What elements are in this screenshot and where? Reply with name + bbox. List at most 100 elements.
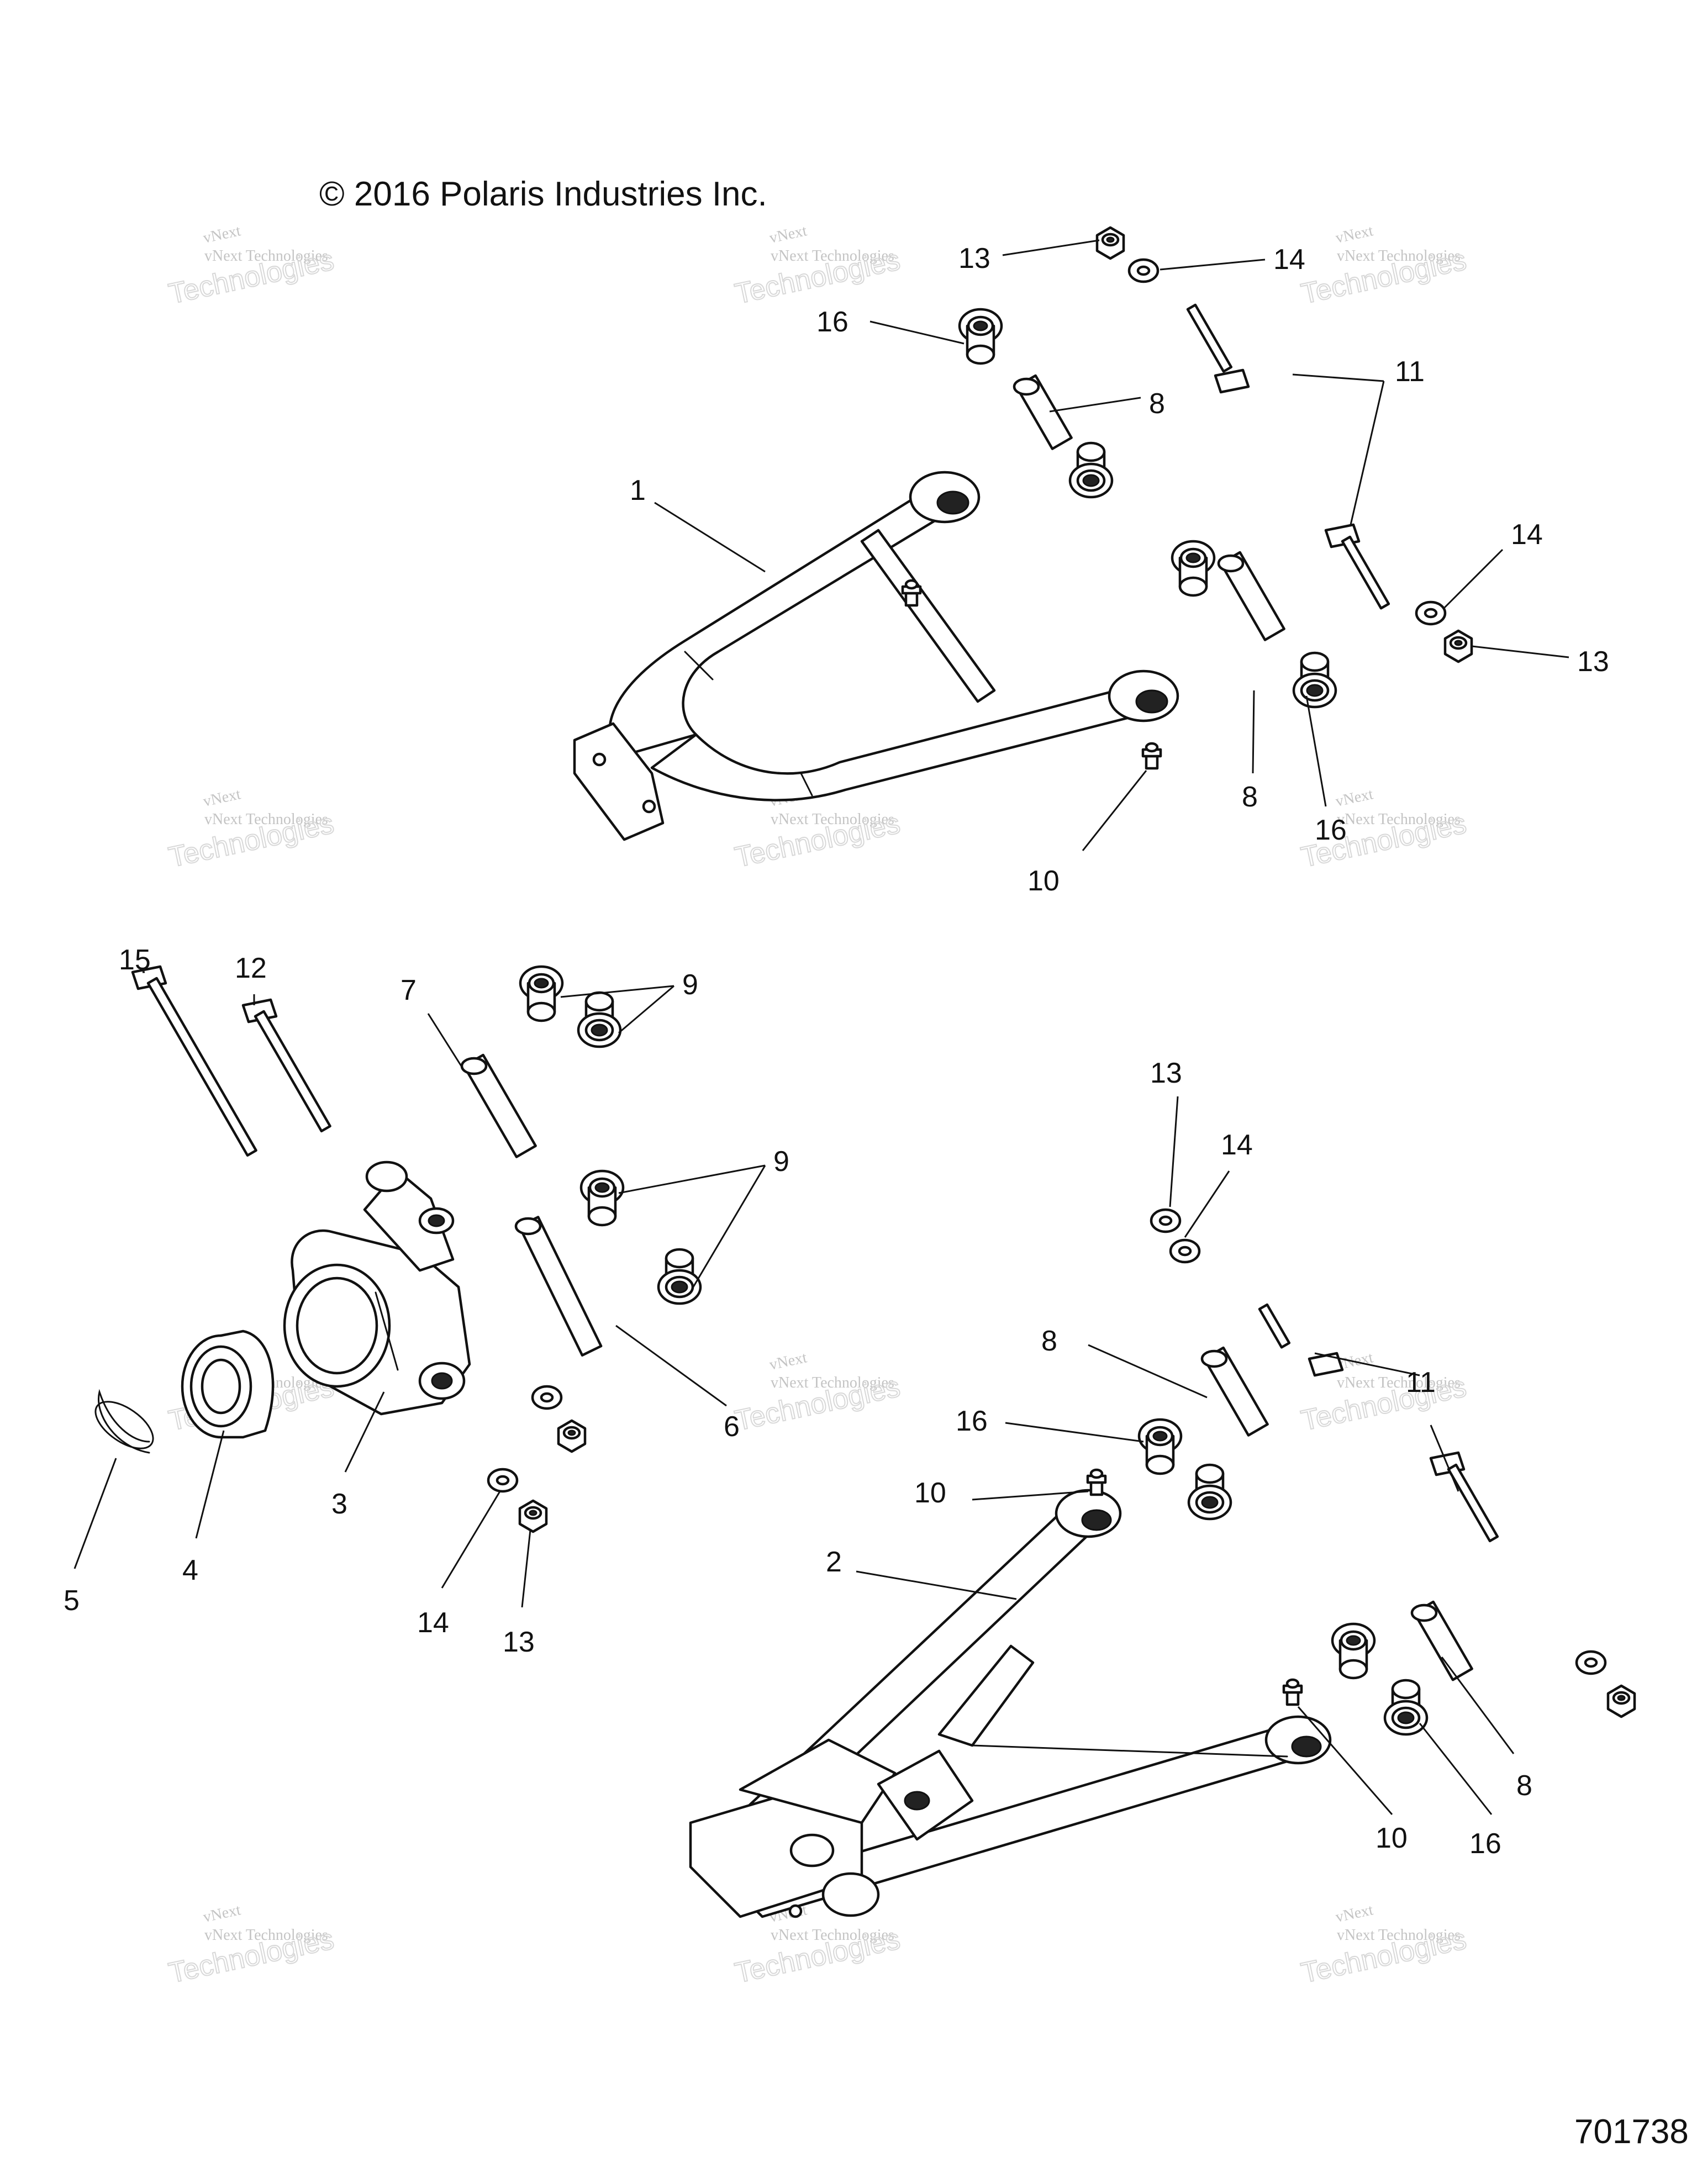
washer-part-14 [533,1386,561,1408]
leader-lines [73,239,1569,1815]
svg-text:vNext Technologies: vNext Technologies [771,1374,894,1391]
callout-label: 8 [1149,388,1165,420]
bearing-part-4 [181,1330,275,1439]
nut-part-13 [558,1421,585,1452]
callout-label: 2 [826,1546,842,1578]
svg-text:vNext: vNext [1334,785,1375,810]
watermark: vNext vNext Technologies Technologies [165,1901,337,1990]
spacer-tube-part-7 [460,1053,537,1158]
bushing-part-9 [658,1249,700,1304]
bushing-part-9 [520,967,562,1021]
callout-label: 13 [503,1626,535,1658]
callout-label: 13 [1577,646,1609,678]
bushing-part-16 [1189,1465,1231,1519]
callout-label: 13 [958,242,990,275]
svg-text:vNext Technologies: vNext Technologies [771,811,894,828]
watermark: vNext vNext Technologies Technologies [1298,222,1469,310]
bolt-part-15 [131,965,257,1157]
washer-part-14 [1577,1652,1605,1674]
bushing-part-16 [1294,653,1336,707]
bushing-part-16 [1172,541,1214,595]
washer-part-14 [1151,1210,1180,1232]
grease-fitting-part-10 [1284,1680,1301,1705]
bushing-part-16 [1385,1680,1427,1734]
bushing-part-16 [960,309,1002,363]
nut-part-13 [520,1501,546,1532]
bolt-part-11-upper [1186,303,1250,394]
bushing-part-16 [1070,443,1112,497]
callout-label: 9 [682,969,698,1001]
callout-label: 12 [235,952,267,984]
svg-text:vNext Technologies: vNext Technologies [204,1927,328,1944]
callout-label: 8 [1041,1325,1057,1357]
watermark: vNext vNext Technologies Technologies [165,222,337,310]
svg-text:vNext Technologies: vNext Technologies [204,247,328,265]
washer-part-14 [488,1469,517,1491]
callout-label: 13 [1150,1057,1182,1089]
bolt-part-11-upper-b [1324,523,1390,610]
callout-label: 8 [1516,1770,1532,1802]
washer-part-14 [1129,260,1158,282]
svg-text:vNext Technologies: vNext Technologies [1337,811,1461,828]
callout-label: 14 [1511,519,1543,551]
svg-text:vNext: vNext [202,1901,243,1926]
drawing-number: 701738 [1574,2113,1689,2151]
bolt-part-11-lower [1258,1303,1344,1377]
watermark: vNext vNext Technologies Technologies [731,1901,903,1990]
svg-text:vNext: vNext [768,222,809,247]
callout-label: 16 [956,1405,988,1437]
callout-label: 16 [816,306,848,338]
washer-part-14 [1416,602,1445,624]
svg-text:vNext: vNext [202,222,243,247]
spacer-tube-part-8-a [1013,374,1073,450]
snap-ring-part-5 [94,1389,154,1454]
svg-text:vNext Technologies: vNext Technologies [1337,1374,1461,1391]
svg-text:vNext: vNext [202,785,243,810]
callout-label: 8 [1242,781,1258,813]
bushing-part-16 [1139,1420,1181,1474]
svg-text:vNext: vNext [768,1349,809,1374]
lower-a-arm-part-2 [689,1489,1332,1918]
callout-label: 14 [1273,244,1305,276]
nut-part-13 [1445,631,1472,662]
watermark: vNext vNext Technologies Technologies [165,785,337,874]
grease-fitting-part-10 [1143,743,1161,768]
bushing-part-16 [1332,1624,1374,1678]
bolt-part-11-lower-b [1429,1451,1499,1543]
nut-part-13 [1097,228,1124,259]
callout-label: 16 [1469,1828,1501,1860]
callouts: 13 14 16 11 8 1 14 13 8 16 10 15 12 7 9 … [64,242,1609,1860]
callout-label: 15 [119,944,151,976]
svg-text:vNext Technologies: vNext Technologies [771,247,894,265]
bushing-part-9 [581,1171,623,1225]
washer-part-14 [1171,1240,1199,1262]
callout-label: 14 [417,1607,449,1639]
watermark: vNext vNext Technologies Technologies [1298,1901,1469,1990]
callout-label: 3 [331,1488,347,1520]
callout-label: 10 [1027,865,1060,897]
callout-label: 5 [64,1585,80,1617]
callout-label: 16 [1315,814,1347,846]
callout-label: 9 [773,1146,789,1178]
bolt-part-12 [241,998,331,1133]
svg-text:vNext: vNext [1334,1901,1375,1926]
callout-label: 4 [182,1554,198,1586]
callout-label: 14 [1221,1129,1253,1161]
svg-text:vNext Technologies: vNext Technologies [204,811,328,828]
callout-label: 11 [1395,356,1425,388]
knuckle-hub-part-3 [283,1160,471,1416]
callout-label: 10 [1375,1822,1408,1854]
bushing-part-9 [578,993,620,1047]
callout-label: 7 [400,974,417,1006]
callout-label: 11 [1406,1367,1436,1399]
svg-text:vNext Technologies: vNext Technologies [1337,247,1461,265]
svg-text:vNext Technologies: vNext Technologies [771,1927,894,1944]
svg-text:vNext Technologies: vNext Technologies [1337,1927,1461,1944]
grease-fitting-part-10 [1088,1470,1105,1495]
watermark: vNext vNext Technologies Technologies [731,222,903,310]
copyright-text: © 2016 Polaris Industries Inc. [319,175,767,213]
spacer-tube-part-6 [514,1216,603,1357]
spacer-tube-part-8-c [1200,1346,1269,1437]
nut-part-13 [1608,1686,1635,1717]
